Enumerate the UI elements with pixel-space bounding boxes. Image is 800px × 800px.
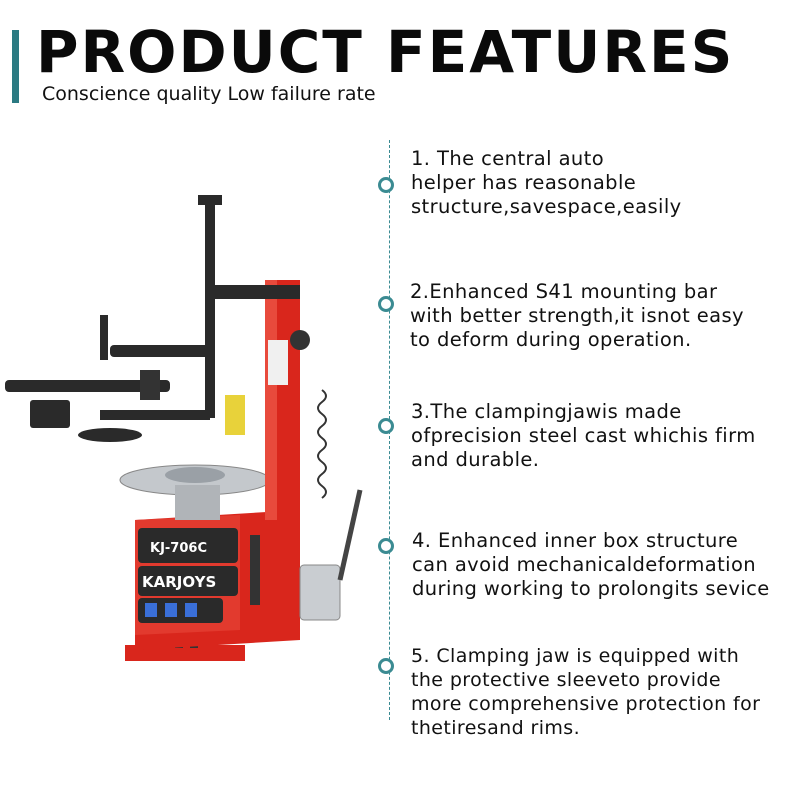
swing-arm [205,285,300,299]
control-panel [138,598,223,623]
page-title: PRODUCT FEATURES [36,18,735,86]
tool-bar [250,535,260,605]
title-accent-bar [12,30,19,103]
feature-text: 2.Enhanced S41 mounting bar with better … [410,280,744,351]
shaft-cap [198,195,222,205]
warning-label [268,340,288,385]
bullet-circle-icon [378,296,394,312]
page-subtitle: Conscience quality Low failure rate [42,83,376,105]
bullet-circle-icon [378,538,394,554]
bullet-circle-icon [378,418,394,434]
turntable-base [175,485,220,520]
bullet-circle-icon [378,658,394,674]
control-button-2 [165,603,177,617]
feature-text: 5. Clamping jaw is equipped with the pro… [411,645,761,739]
bullet-circle-icon [378,177,394,193]
helper-press-arm [100,410,210,420]
helper-roller [30,400,70,428]
tower-column-highlight [265,280,277,520]
helper-post [100,315,108,360]
press-disc [78,428,142,442]
feature-text: 1. The central auto helper has reasonabl… [411,147,682,218]
model-plate [138,528,238,563]
helper-cylinder [140,370,160,400]
tire-changer-image: KJ-706C KARJOYS [5,195,363,661]
mount-head [225,395,245,435]
helper-arm-upper [110,345,210,357]
brand-plate [138,566,238,596]
helper-arm-lower [5,380,170,392]
feature-text: 4. Enhanced inner box structure can avoi… [412,529,770,600]
bead-breaker-paddle [299,564,341,621]
bead-breaker-lever [337,489,363,581]
pressure-gauge [290,330,310,350]
base-plate [125,645,245,661]
control-button-3 [185,603,197,617]
air-hose-coil [317,389,327,499]
turntable-center [165,467,225,483]
control-button-1 [145,603,157,617]
brand-label: KARJOYS [142,573,216,591]
model-label: KJ-706C [150,541,207,556]
vertical-shaft [205,198,215,418]
feature-text: 3.The clampingjawis made ofprecision ste… [411,400,756,471]
